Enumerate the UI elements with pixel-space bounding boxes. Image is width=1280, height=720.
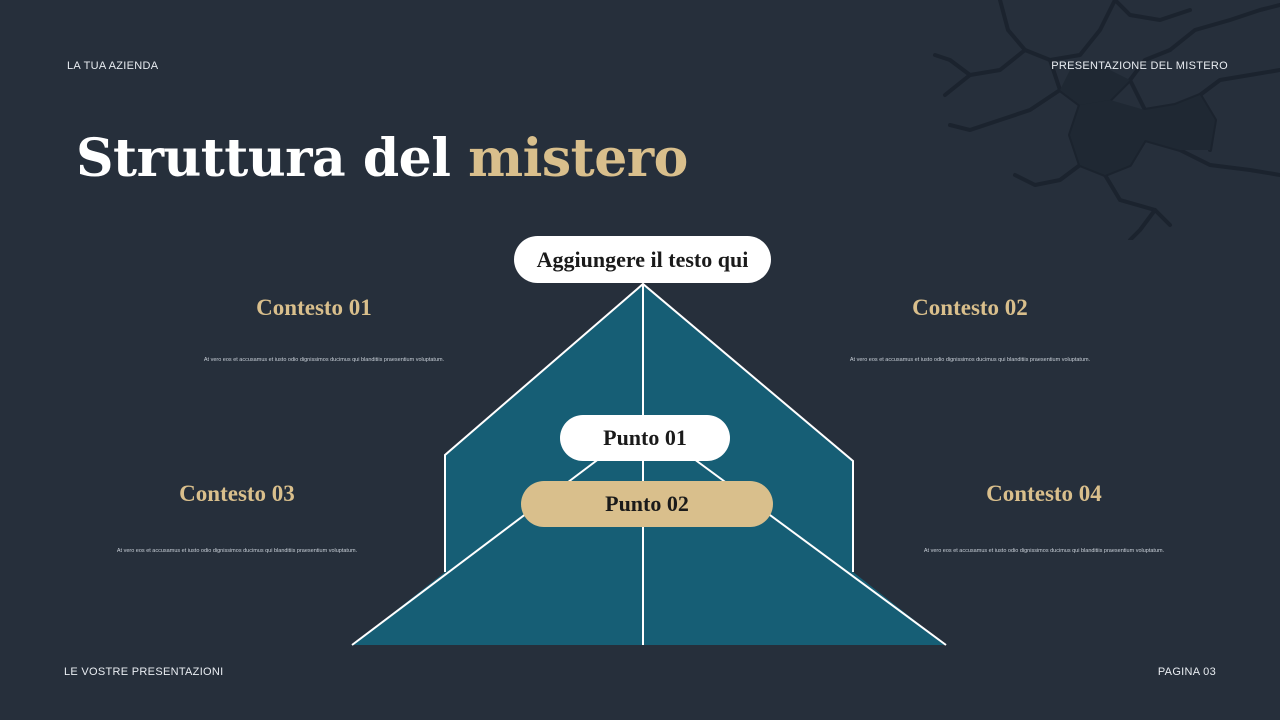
company-label: LA TUA AZIENDA — [67, 60, 159, 72]
top-label-pill: Aggiungere il testo qui — [514, 236, 771, 283]
pyramid-shape — [352, 284, 946, 645]
footer-label: LE VOSTRE PRESENTAZIONI — [64, 666, 224, 678]
presentation-label: PRESENTAZIONE DEL MISTERO — [1051, 60, 1228, 72]
context-04-heading: Contesto 04 — [986, 481, 1102, 506]
page-number: PAGINA 03 — [1157, 666, 1216, 678]
point-02-pill: Punto 02 — [521, 481, 773, 527]
context-03-body: At vero eos et accusamus et iusto odio d… — [116, 548, 358, 554]
title-accent: mistero — [468, 128, 688, 189]
context-02-body: At vero eos et accusamus et iusto odio d… — [849, 357, 1091, 363]
title-main: Struttura del — [76, 128, 469, 189]
context-04-body: At vero eos et accusamus et iusto odio d… — [923, 548, 1165, 554]
page-title: Struttura del mistero — [76, 128, 688, 189]
context-02-heading: Contesto 02 — [912, 295, 1028, 320]
crack-decoration — [933, 0, 1280, 240]
context-01-heading: Contesto 01 — [256, 295, 372, 320]
context-03-heading: Contesto 03 — [179, 481, 295, 506]
context-01-body: At vero eos et accusamus et iusto odio d… — [203, 357, 445, 363]
point-01-pill: Punto 01 — [560, 415, 730, 461]
